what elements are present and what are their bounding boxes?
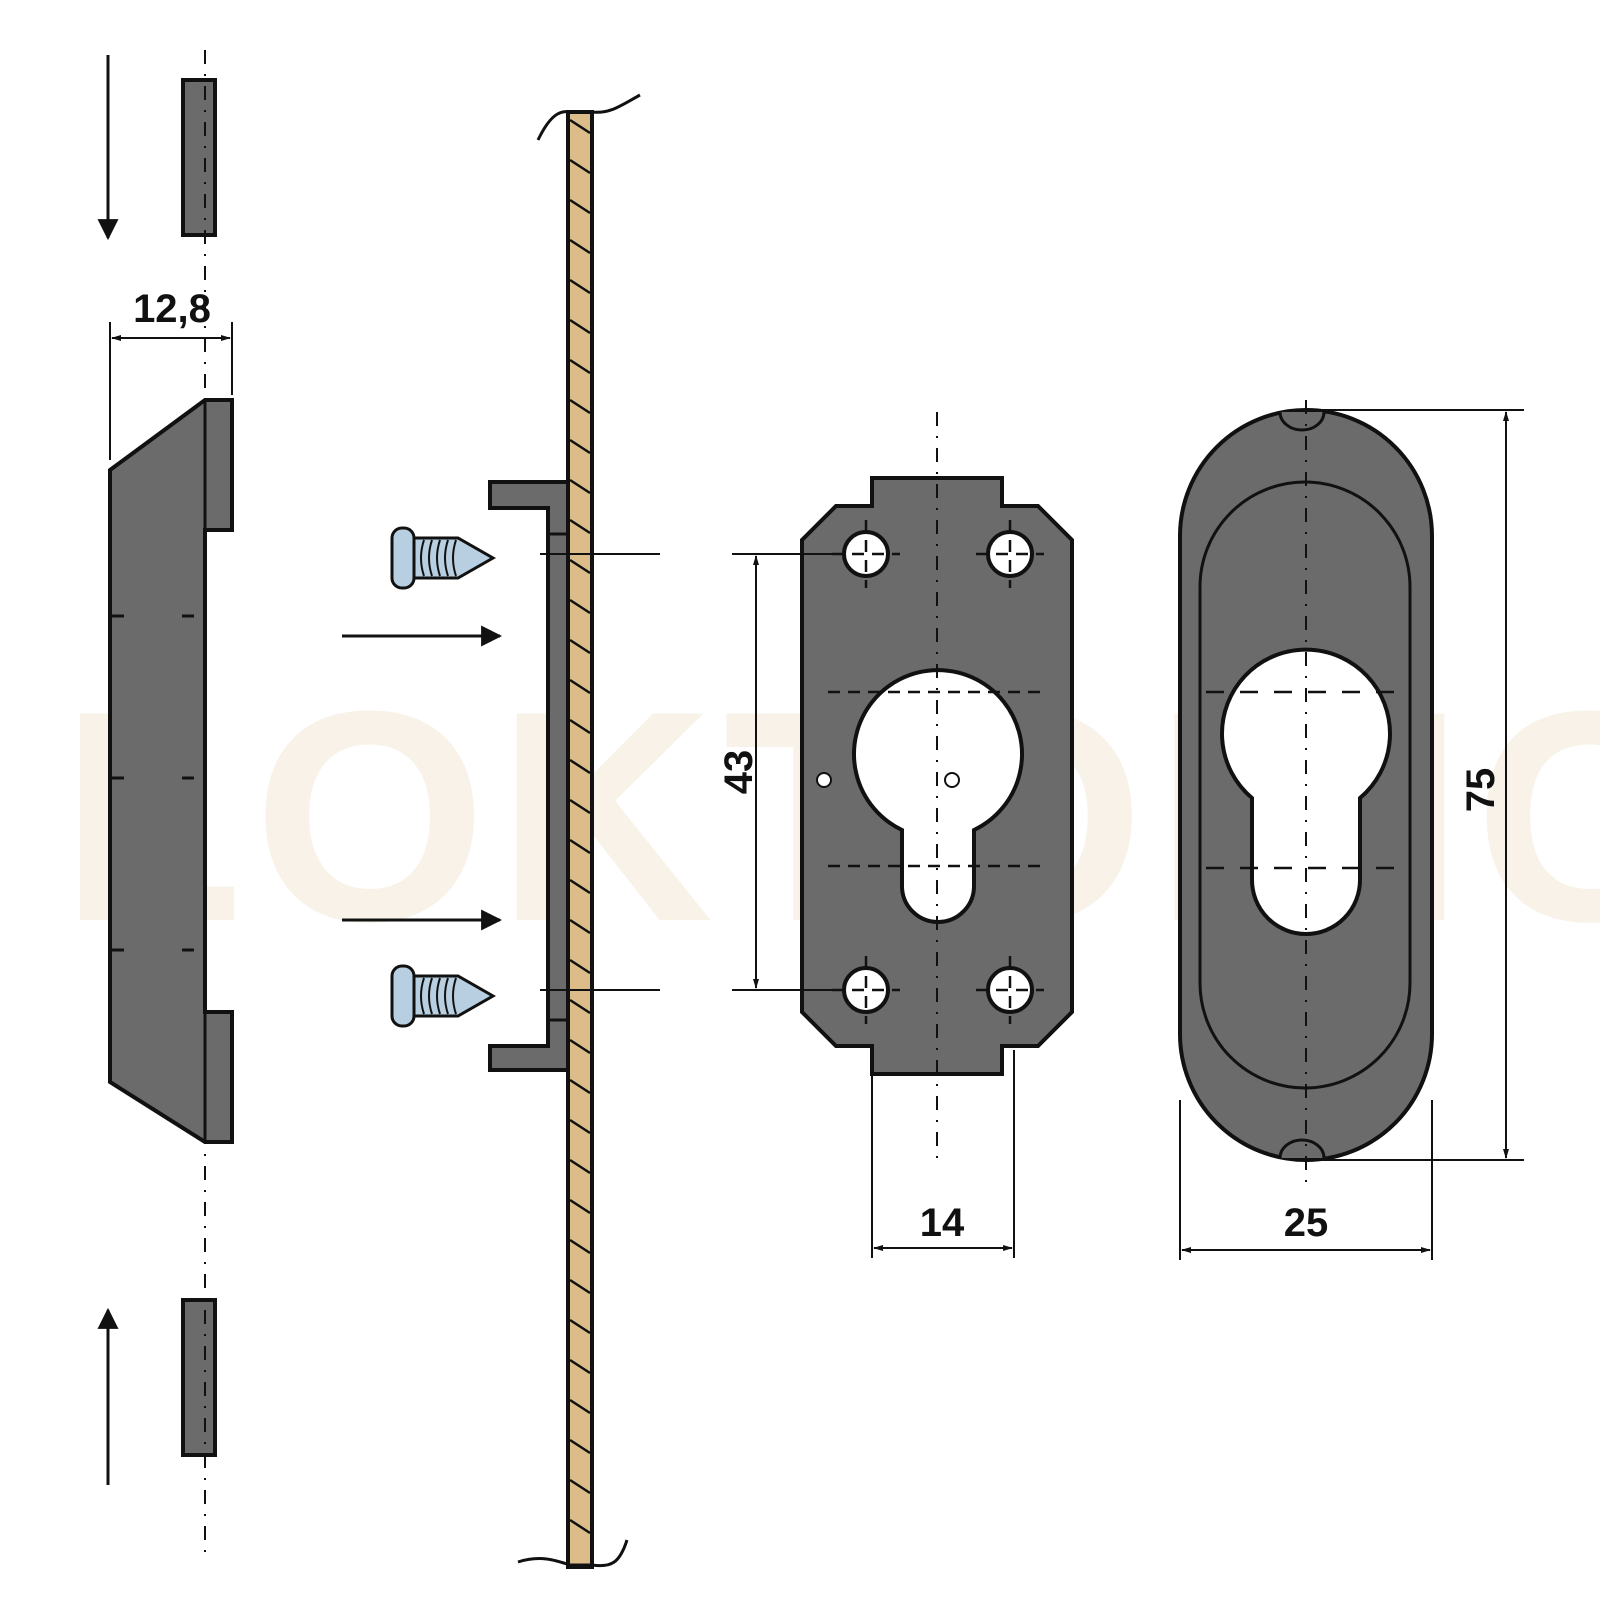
dimension-label-43: 43 <box>717 750 761 795</box>
dimension-screw-spacing: 43 <box>717 553 840 991</box>
dimension-label-75: 75 <box>1459 768 1503 813</box>
dimension-cover-width: 25 <box>1179 1100 1433 1260</box>
dimension-label-14: 14 <box>920 1201 965 1245</box>
dimension-inner-width: 14 <box>871 1050 1015 1258</box>
fixing-screw-top <box>390 526 497 590</box>
dimension-label-12-8: 12,8 <box>133 287 211 331</box>
panel-hatching <box>569 118 591 1535</box>
profile-ticks <box>112 614 194 952</box>
dimension-cover-height: 75 <box>1310 409 1524 1161</box>
fixing-screw-bottom <box>390 964 497 1028</box>
top-pin <box>181 78 217 237</box>
dimension-width-side: 12,8 <box>109 287 233 460</box>
door-panel <box>517 93 641 1569</box>
side-profile-group: 12,8 <box>97 50 234 1560</box>
dimension-label-25: 25 <box>1284 1201 1329 1245</box>
bottom-pin <box>181 1298 217 1457</box>
